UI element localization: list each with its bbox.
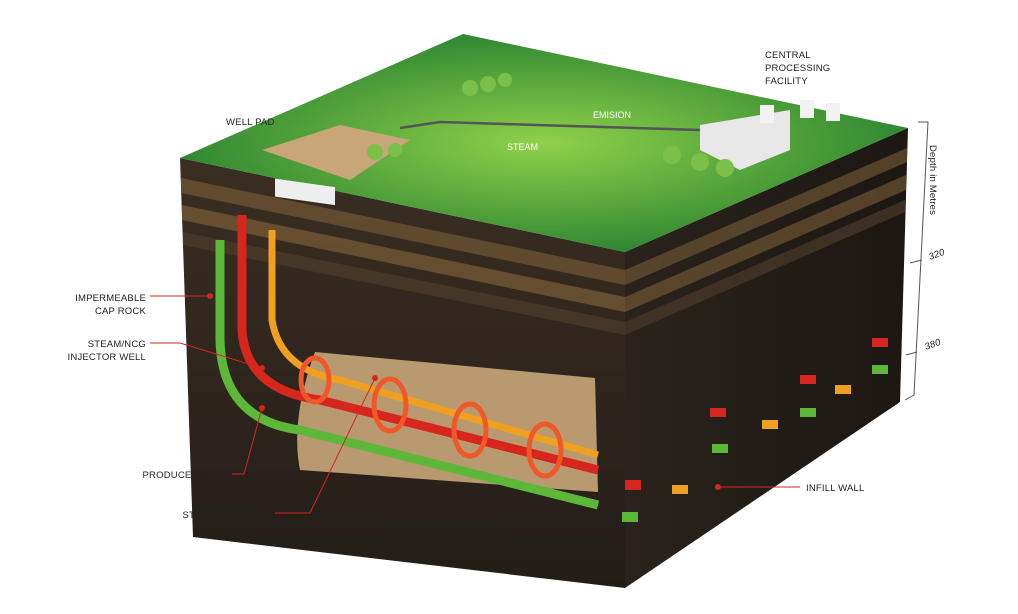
well-pad (262, 125, 410, 180)
processing-facility (700, 110, 790, 170)
cap-rock-layer (183, 232, 625, 335)
stratum-band (625, 175, 906, 312)
steam-chamber-label: STEAM CHAMBER (183, 510, 268, 521)
leader-dots (207, 293, 721, 490)
emision-label: EMISION (593, 110, 631, 120)
well-pad-building (275, 178, 335, 206)
infill-well (268, 230, 599, 459)
injector-well (237, 215, 600, 475)
stratum-band (625, 200, 905, 335)
depth-tick-label: 320 (927, 247, 947, 263)
cpf-label-1: CENTRAL (765, 50, 811, 61)
surface-pipeline (399, 120, 701, 132)
storage-tank (800, 100, 814, 118)
infill-label: INFILL WALL (806, 483, 865, 494)
stratum-band (181, 178, 625, 285)
injector-label-1: STEAM/NCG (88, 339, 146, 350)
stratum-band (625, 148, 907, 285)
storage-tank (760, 105, 774, 123)
depth-scale-axis (904, 121, 929, 401)
depth-tick (905, 351, 918, 356)
depth-scale-title: Depth in Metres (927, 145, 938, 215)
depth-tick (909, 259, 923, 264)
producer-well (215, 240, 600, 510)
trees (367, 73, 734, 177)
stratum-band (182, 205, 625, 312)
ground-surface (180, 34, 908, 252)
storage-tank (826, 103, 840, 121)
cap-rock-label-1: IMPERMEABLE (75, 293, 146, 304)
leader-lines (150, 295, 800, 514)
cpf-label-2: PROCESSING (765, 63, 830, 74)
depth-tick-label: 380 (923, 337, 943, 353)
cpf-label-3: FACILITY (765, 76, 808, 87)
well-pad-label: WELL PAD (226, 117, 275, 128)
pipe-ends (622, 338, 888, 522)
steam-spirals (298, 355, 564, 479)
cap-rock-label-2: CAP ROCK (95, 306, 147, 317)
producer-label: PRODUCER WELL (143, 470, 228, 481)
steam-label: STEAM (507, 142, 538, 152)
injector-label-2: INJECTOR WELL (68, 352, 146, 363)
